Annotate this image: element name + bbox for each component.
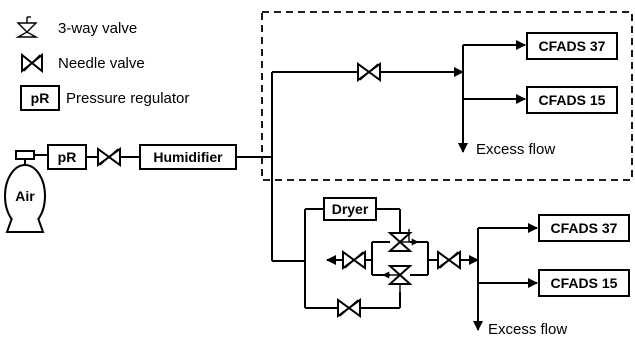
upper-excess-flow-label: Excess flow (476, 141, 555, 158)
humidifier-label: Humidifier (153, 149, 223, 165)
upper-branch (271, 40, 526, 157)
needle-valve-icon (437, 250, 461, 270)
lower-outlet-1-box (538, 214, 630, 242)
needle-valve-icon (97, 147, 121, 167)
dryer-box (323, 197, 377, 221)
upper-enclosure (261, 11, 633, 181)
legend-regulator-box (20, 85, 60, 111)
three-way-valve-icon (382, 265, 413, 292)
needle-valve-icon (357, 62, 381, 82)
upper-outlet-1-box (526, 32, 618, 60)
legend-regulator-symbol: pR (31, 90, 50, 106)
legend-needle-valve-label: Needle valve (58, 55, 145, 72)
lower-outlet-2-label: CFADS 15 (551, 275, 618, 291)
regulator-box (47, 144, 87, 170)
three-way-valve-icon (387, 229, 419, 252)
air-cylinder-icon (4, 150, 48, 233)
upper-outlet-1-label: CFADS 37 (539, 38, 606, 54)
upper-outlet-2-label: CFADS 15 (539, 92, 606, 108)
air-label: Air (15, 188, 35, 204)
regulator-label: pR (58, 149, 77, 165)
dryer-label: Dryer (332, 201, 369, 217)
humidifier-box (139, 144, 237, 170)
upper-outlet-2-box (526, 86, 618, 114)
lower-outlet-2-box (538, 269, 630, 297)
legend-pressure-regulator-label: Pressure regulator (66, 90, 189, 107)
needle-valve-icon (337, 298, 361, 318)
needle-valve-icon (342, 250, 366, 270)
lower-outlet-1-label: CFADS 37 (551, 220, 618, 236)
needle-valve-icon (21, 52, 43, 74)
lower-branch (271, 157, 538, 331)
legend: 3-way valve Needle valve pR Pressure reg… (15, 16, 189, 111)
lower-excess-flow-label: Excess flow (488, 321, 567, 338)
three-way-valve-icon (15, 16, 39, 38)
legend-three-way-valve-label: 3-way valve (58, 20, 137, 37)
